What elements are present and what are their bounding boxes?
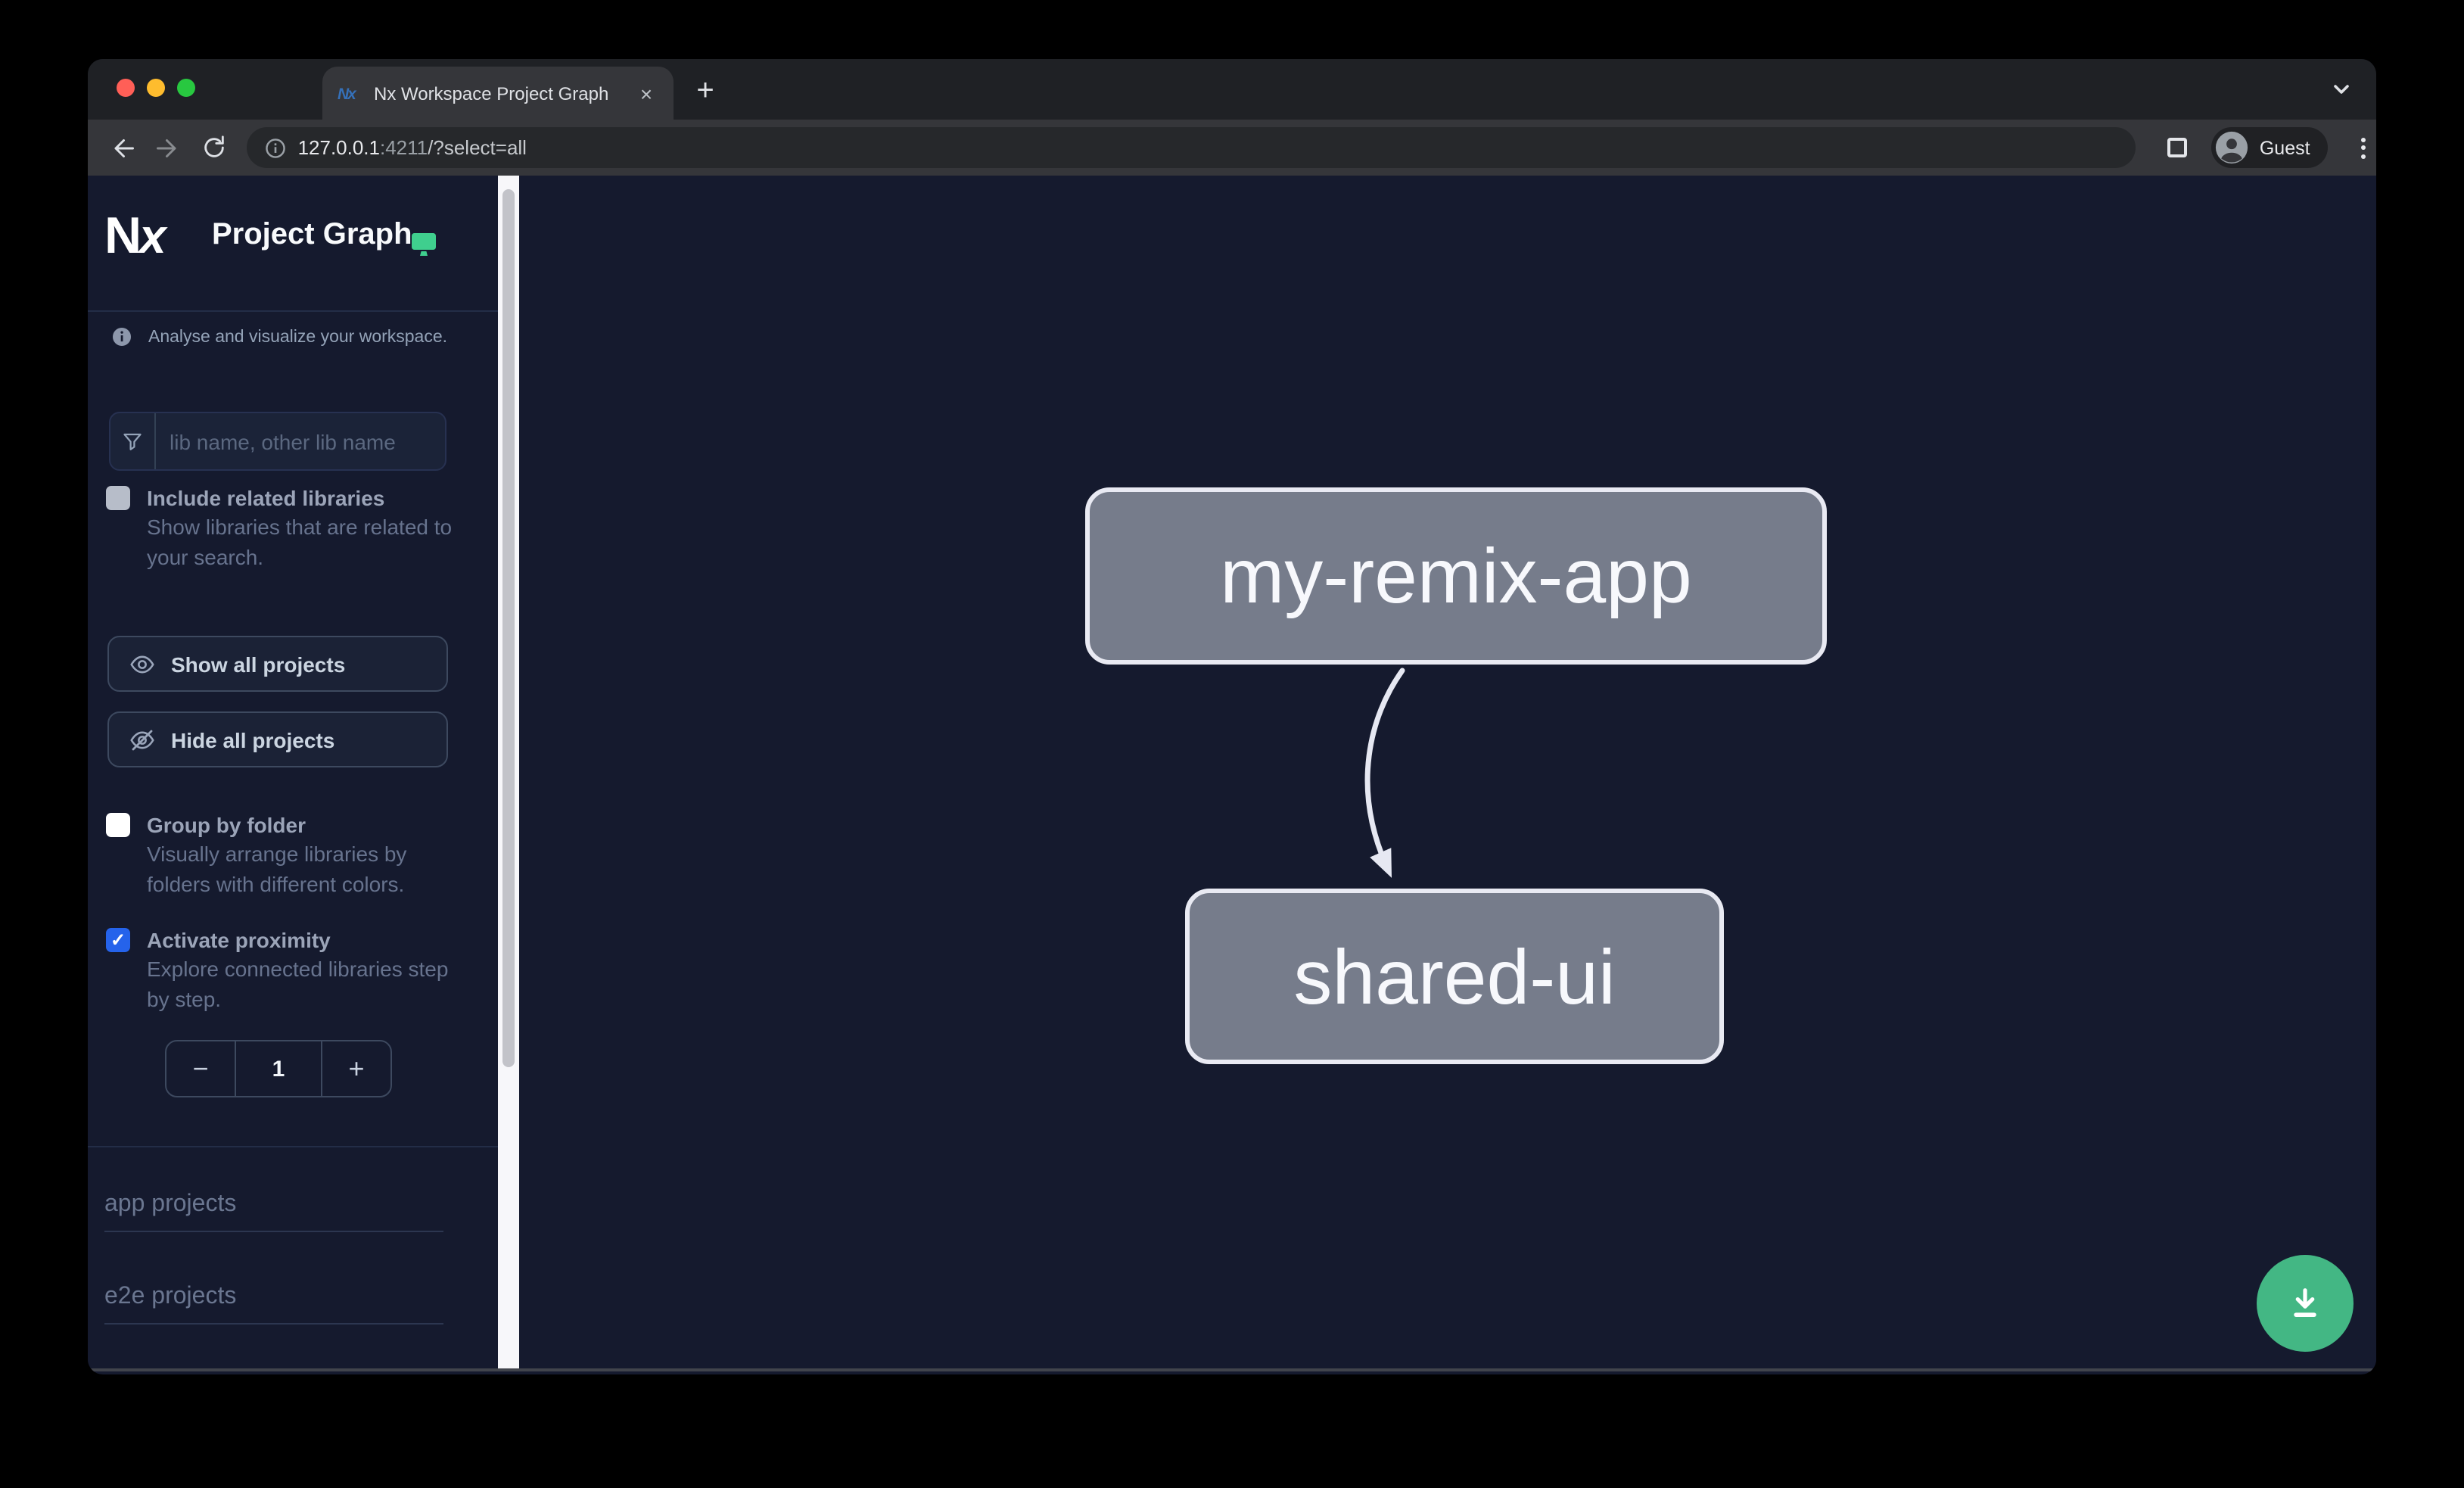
url-port: :4211 [380, 136, 428, 159]
eye-off-icon [130, 729, 154, 750]
info-icon [112, 327, 132, 347]
svg-text:x: x [137, 209, 168, 263]
tab-close-icon[interactable]: × [639, 81, 653, 105]
system-theme-monitor-icon[interactable] [409, 229, 439, 259]
checkmark-icon: ✓ [110, 929, 126, 951]
activate-proximity-desc-1: Explore connected libraries step [147, 957, 449, 981]
close-window-button[interactable] [117, 79, 135, 97]
avatar-icon [2215, 131, 2248, 164]
url-text: 127.0.0.1:4211/?select=all [298, 136, 527, 159]
back-button[interactable] [103, 128, 142, 167]
reload-button[interactable] [195, 128, 234, 167]
page-content: N x Project Graph An [88, 176, 2376, 1371]
back-arrow-icon [114, 139, 134, 157]
dependency-edge [1364, 668, 1405, 878]
site-info-icon[interactable] [265, 137, 286, 158]
filter-funnel-icon [123, 433, 142, 450]
download-graph-button[interactable] [2257, 1255, 2354, 1352]
tab-strip: Nx Nx Workspace Project Graph × + [88, 59, 2376, 120]
download-icon [2294, 1288, 2316, 1317]
forward-arrow-icon [157, 139, 177, 157]
group-by-folder-label: Group by folder [147, 813, 306, 837]
tagline-row: Analyse and visualize your workspace. [112, 327, 447, 347]
group-by-folder-desc-1: Visually arrange libraries by [147, 842, 407, 866]
browser-window: Nx Nx Workspace Project Graph × + [88, 59, 2376, 1374]
eye-icon [130, 655, 154, 673]
proximity-decrement-button[interactable]: − [192, 1053, 209, 1083]
include-related-desc-1: Show libraries that are related to [147, 515, 453, 539]
tab-title: Nx Workspace Project Graph [374, 82, 609, 104]
search-input[interactable] [156, 429, 445, 453]
url-path: /?select=all [428, 136, 527, 159]
node-label: my-remix-app [1220, 533, 1692, 619]
proximity-increment-button[interactable]: + [348, 1053, 365, 1083]
section-app-projects: app projects [104, 1191, 443, 1232]
section-e2e-projects: e2e projects [104, 1284, 443, 1325]
zoom-window-button[interactable] [177, 79, 195, 97]
activate-proximity-checkbox[interactable]: ✓ [106, 928, 130, 952]
tab-search-chevron-icon[interactable] [2329, 77, 2354, 101]
include-related-label: Include related libraries [147, 486, 385, 510]
node-label: shared-ui [1293, 933, 1616, 1019]
nx-favicon-icon: Nx [338, 85, 359, 102]
search-box [109, 412, 446, 471]
hide-all-projects-label: Hide all projects [171, 727, 335, 752]
show-all-projects-button[interactable]: Show all projects [107, 636, 448, 692]
sidebar-scrollbar-track [498, 176, 519, 1371]
side-panel-icon [2167, 138, 2187, 157]
proximity-value: 1 [235, 1041, 322, 1096]
profile-button[interactable]: Guest [2210, 127, 2329, 168]
proximity-stepper: − 1 + [165, 1040, 392, 1097]
nx-logo-icon: N x [104, 209, 168, 263]
browser-toolbar: 127.0.0.1:4211/?select=all Guest [88, 120, 2376, 176]
minimize-window-button[interactable] [147, 79, 165, 97]
svg-text:Nx: Nx [338, 85, 357, 102]
url-host: 127.0.0.1 [297, 136, 380, 159]
url-bar[interactable]: 127.0.0.1:4211/?select=all [246, 127, 2136, 168]
sidebar-header: N x Project Graph [88, 176, 498, 310]
filter-iconbox [110, 413, 156, 469]
tagline-text: Analyse and visualize your workspace. [148, 328, 448, 346]
include-related-checkbox[interactable] [106, 486, 130, 510]
sidebar-divider [88, 310, 498, 312]
browser-tab[interactable]: Nx Nx Workspace Project Graph × [322, 67, 674, 120]
activate-proximity-option: ✓ Activate proximity Explore connected l… [106, 925, 454, 1014]
activate-proximity-label: Activate proximity [147, 928, 331, 952]
window-controls [117, 79, 195, 97]
graph-node-shared-ui[interactable]: shared-ui [1185, 889, 1724, 1064]
browser-menu-button[interactable] [2350, 134, 2376, 161]
side-panel-button[interactable] [2158, 128, 2196, 167]
group-by-folder-option: Group by folder Visually arrange librari… [106, 810, 454, 899]
svg-text:N: N [104, 209, 138, 263]
forward-button[interactable] [149, 128, 188, 167]
include-related-desc-2: your search. [147, 544, 264, 568]
new-tab-button[interactable]: + [696, 74, 714, 107]
group-by-folder-checkbox[interactable] [106, 813, 130, 837]
sidebar-divider [88, 1146, 498, 1147]
reload-icon [205, 135, 225, 157]
page-title: Project Graph [212, 218, 412, 251]
hide-all-projects-button[interactable]: Hide all projects [107, 711, 448, 767]
graph-node-my-remix-app[interactable]: my-remix-app [1085, 487, 1827, 665]
sidebar-scrollbar-thumb[interactable] [502, 189, 515, 1067]
profile-name: Guest [2259, 137, 2310, 158]
group-by-folder-desc-2: folders with different colors. [147, 871, 405, 895]
include-related-option: Include related libraries Show libraries… [106, 483, 454, 572]
show-all-projects-label: Show all projects [171, 652, 346, 676]
activate-proximity-desc-2: by step. [147, 986, 222, 1010]
graph-canvas[interactable]: my-remix-app shared-ui [519, 176, 2376, 1371]
sidebar: N x Project Graph An [88, 176, 498, 1371]
